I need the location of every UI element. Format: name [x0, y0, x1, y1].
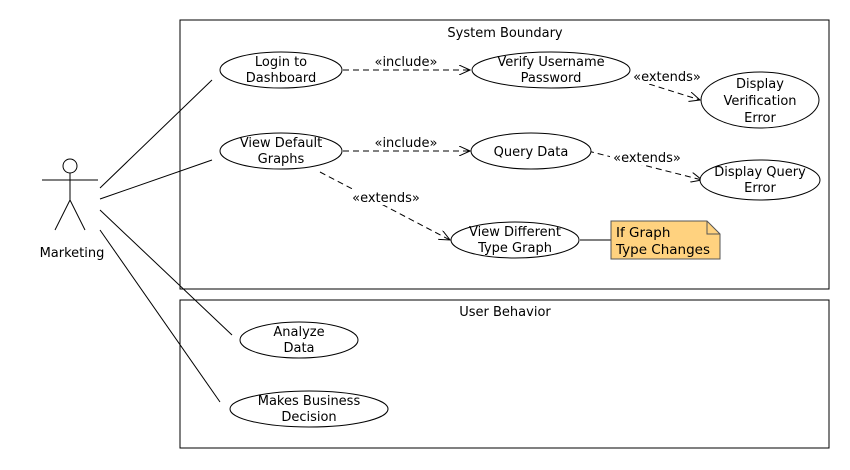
use-case-analyze-line-1: Analyze [273, 325, 324, 340]
use-case-verify-line-1: Verify Username [497, 55, 604, 70]
use-case-verification-error-line-3: Error [744, 111, 776, 126]
use-case-business-decision-line-1: Makes Business [258, 394, 361, 409]
use-case-verification-error-line-2: Verification [723, 94, 796, 109]
note-line-2: Type Changes [615, 242, 710, 258]
association-view-graphs [99, 159, 213, 200]
include-label-1: «include» [374, 55, 437, 70]
use-case-verify-line-2: Password [521, 71, 582, 86]
use-case-business-decision[interactable]: Makes Business Decision [229, 390, 389, 428]
association-business [99, 229, 221, 403]
note-fold [706, 221, 720, 235]
actor-head [62, 158, 78, 174]
use-case-analyze-line-2: Data [283, 341, 314, 356]
actor-marketing[interactable]: Marketing [40, 158, 105, 261]
use-case-verification-error[interactable]: Display Verification Error [700, 71, 820, 129]
use-case-view-graphs-line-1: View Default [240, 136, 322, 151]
user-behavior-boundary: User Behavior [179, 299, 830, 449]
extends-graphs-different [319, 171, 450, 240]
relation-labels: «include» «include» «extends» «extends» … [348, 53, 706, 206]
use-case-view-different-line-2: Type Graph [477, 241, 552, 256]
use-case-verification-error-line-1: Display [736, 77, 784, 92]
note-line-1: If Graph [616, 225, 670, 241]
associations [99, 79, 233, 403]
association-analyze [99, 209, 233, 336]
use-case-query-error[interactable]: Display Query Error [699, 159, 821, 201]
extends-label-1: «extends» [633, 70, 701, 85]
use-case-query-data[interactable]: Query Data [470, 132, 592, 170]
use-case-view-different-line-1: View Different [469, 225, 561, 240]
use-case-view-different[interactable]: View Different Type Graph [450, 221, 580, 259]
use-case-login-line-2: Dashboard [246, 71, 317, 86]
use-case-query-data-label: Query Data [494, 145, 569, 160]
system-boundary-title: System Boundary [447, 26, 563, 41]
user-behavior-title: User Behavior [459, 305, 551, 320]
use-case-view-graphs-line-2: Graphs [258, 152, 305, 167]
use-case-view-graphs[interactable]: View Default Graphs [219, 132, 343, 170]
note-graph-type: If Graph Type Changes [610, 220, 721, 260]
actor-label: Marketing [40, 246, 105, 261]
use-case-query-error-line-2: Error [744, 181, 776, 196]
use-case-analyze[interactable]: Analyze Data [239, 321, 359, 359]
association-login [99, 79, 213, 189]
extends-label-2: «extends» [613, 151, 681, 166]
use-case-business-decision-line-2: Decision [281, 410, 336, 425]
include-label-2: «include» [374, 136, 437, 151]
extends-label-3: «extends» [352, 191, 420, 206]
use-case-login-line-1: Login to [255, 55, 307, 70]
note-shape [610, 220, 721, 260]
system-boundary: System Boundary [179, 19, 830, 290]
use-case-verify[interactable]: Verify Username Password [471, 51, 631, 89]
use-case-login[interactable]: Login to Dashboard [219, 51, 343, 89]
use-case-query-error-line-1: Display Query [714, 165, 806, 180]
